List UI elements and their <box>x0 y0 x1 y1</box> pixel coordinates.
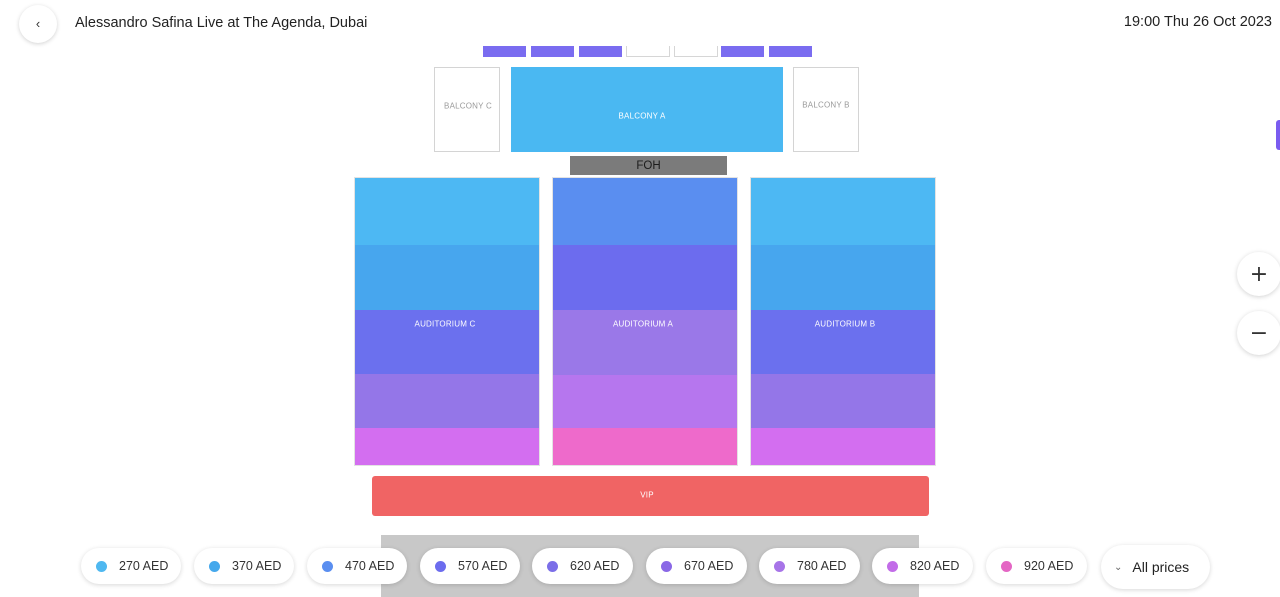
upper-seat-block <box>626 46 670 57</box>
price-filter-370[interactable]: 370 AED <box>194 548 294 584</box>
price-label: 470 AED <box>345 559 395 573</box>
price-filter-270[interactable]: 270 AED <box>81 548 181 584</box>
side-panel-tab[interactable] <box>1276 120 1280 150</box>
price-zone[interactable] <box>751 428 935 465</box>
price-color-dot <box>322 560 333 572</box>
section-label: BALCONY C <box>444 101 492 111</box>
foh-label: FOH <box>636 159 661 172</box>
price-color-dot <box>96 560 107 572</box>
plus-icon: + <box>1249 261 1269 287</box>
event-title: Alessandro Safina Live at The Agenda, Du… <box>75 15 368 31</box>
section-balcony-c: BALCONY C <box>434 67 500 152</box>
price-filter-920[interactable]: 920 AED <box>986 548 1087 584</box>
price-filter-670[interactable]: 670 AED <box>646 548 747 584</box>
price-zone[interactable] <box>355 374 539 428</box>
zoom-out-button[interactable]: − <box>1237 311 1280 355</box>
price-label: 920 AED <box>1024 559 1074 573</box>
price-filter-570[interactable]: 570 AED <box>420 548 520 584</box>
price-filter-780[interactable]: 780 AED <box>759 548 860 584</box>
price-label: 370 AED <box>232 559 282 573</box>
price-color-dot <box>435 560 446 572</box>
price-zone[interactable] <box>355 178 539 245</box>
back-button[interactable]: ‹ <box>19 5 57 43</box>
price-zone[interactable] <box>553 428 737 465</box>
section-balcony-b: BALCONY B <box>793 67 859 152</box>
chevron-left-icon: ‹ <box>35 15 41 31</box>
section-label: BALCONY B <box>802 100 850 110</box>
section-auditorium-b[interactable]: AUDITORIUM B <box>750 177 936 466</box>
section-balcony-a[interactable]: BALCONY A <box>511 67 783 152</box>
section-label: AUDITORIUM A <box>612 319 674 329</box>
upper-seat-block[interactable] <box>531 46 574 57</box>
all-prices-label: All prices <box>1132 559 1190 575</box>
price-label: 620 AED <box>570 559 620 573</box>
upper-seat-block[interactable] <box>579 46 622 57</box>
price-color-dot <box>209 560 220 572</box>
section-label: VIP <box>640 490 654 500</box>
price-filter-470[interactable]: 470 AED <box>307 548 407 584</box>
section-label: BALCONY A <box>618 111 666 121</box>
price-color-dot <box>547 560 558 572</box>
chevron-down-icon: ⌄ <box>1114 561 1123 573</box>
upper-seat-block[interactable] <box>483 46 526 57</box>
section-label: AUDITORIUM C <box>414 319 476 329</box>
price-zone[interactable] <box>355 310 539 374</box>
price-filter-820[interactable]: 820 AED <box>872 548 973 584</box>
upper-seat-block <box>674 46 718 57</box>
price-color-dot <box>774 560 785 572</box>
price-color-dot <box>661 560 672 572</box>
section-vip[interactable]: VIP <box>372 476 929 516</box>
section-auditorium-c[interactable]: AUDITORIUM C <box>354 177 540 466</box>
price-zone[interactable] <box>553 178 737 245</box>
all-prices-dropdown[interactable]: ⌄ All prices <box>1101 545 1210 589</box>
section-auditorium-a[interactable]: AUDITORIUM A <box>552 177 738 466</box>
price-color-dot <box>887 560 898 572</box>
price-zone[interactable] <box>355 245 539 310</box>
price-zone[interactable] <box>751 245 935 310</box>
upper-seat-block[interactable] <box>721 46 764 57</box>
price-zone[interactable] <box>553 245 737 310</box>
price-zone[interactable] <box>751 310 935 374</box>
price-label: 670 AED <box>684 559 734 573</box>
price-label: 820 AED <box>910 559 960 573</box>
upper-seat-block[interactable] <box>769 46 812 57</box>
price-label: 780 AED <box>797 559 847 573</box>
price-zone[interactable] <box>751 178 935 245</box>
price-zone[interactable] <box>355 428 539 465</box>
event-datetime: 19:00 Thu 26 Oct 2023 <box>1123 14 1272 30</box>
price-zone[interactable] <box>751 374 935 428</box>
minus-icon: − <box>1249 320 1269 346</box>
foh-area: FOH <box>570 156 727 175</box>
section-label: AUDITORIUM B <box>814 319 876 329</box>
zoom-in-button[interactable]: + <box>1237 252 1280 296</box>
price-zone[interactable] <box>553 310 737 375</box>
price-label: 570 AED <box>458 559 508 573</box>
price-label: 270 AED <box>119 559 169 573</box>
price-zone[interactable] <box>553 375 737 428</box>
price-color-dot <box>1001 560 1012 572</box>
price-filter-620[interactable]: 620 AED <box>532 548 633 584</box>
